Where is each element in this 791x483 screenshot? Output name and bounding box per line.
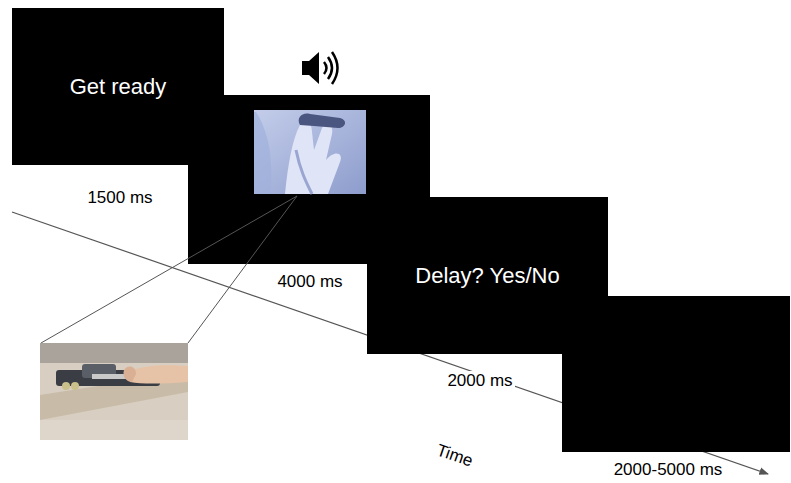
screen-text: Get ready: [70, 74, 167, 100]
axis-label: Time: [432, 440, 477, 472]
leader-line: [41, 196, 297, 343]
screen-box: Delay? Yes/No: [367, 197, 608, 354]
video-frame: [254, 110, 366, 194]
duration-label: 2000-5000 ms: [612, 460, 725, 480]
leader-line: [188, 196, 297, 343]
screen-text: Delay? Yes/No: [415, 263, 559, 289]
duration-label: 4000 ms: [275, 272, 344, 292]
duration-label: 1500 ms: [85, 188, 154, 208]
setup-photo: [40, 343, 188, 440]
speaker-icon: [302, 52, 338, 84]
duration-label: 2000 ms: [445, 371, 514, 391]
screen-box: Get ready: [12, 8, 224, 165]
